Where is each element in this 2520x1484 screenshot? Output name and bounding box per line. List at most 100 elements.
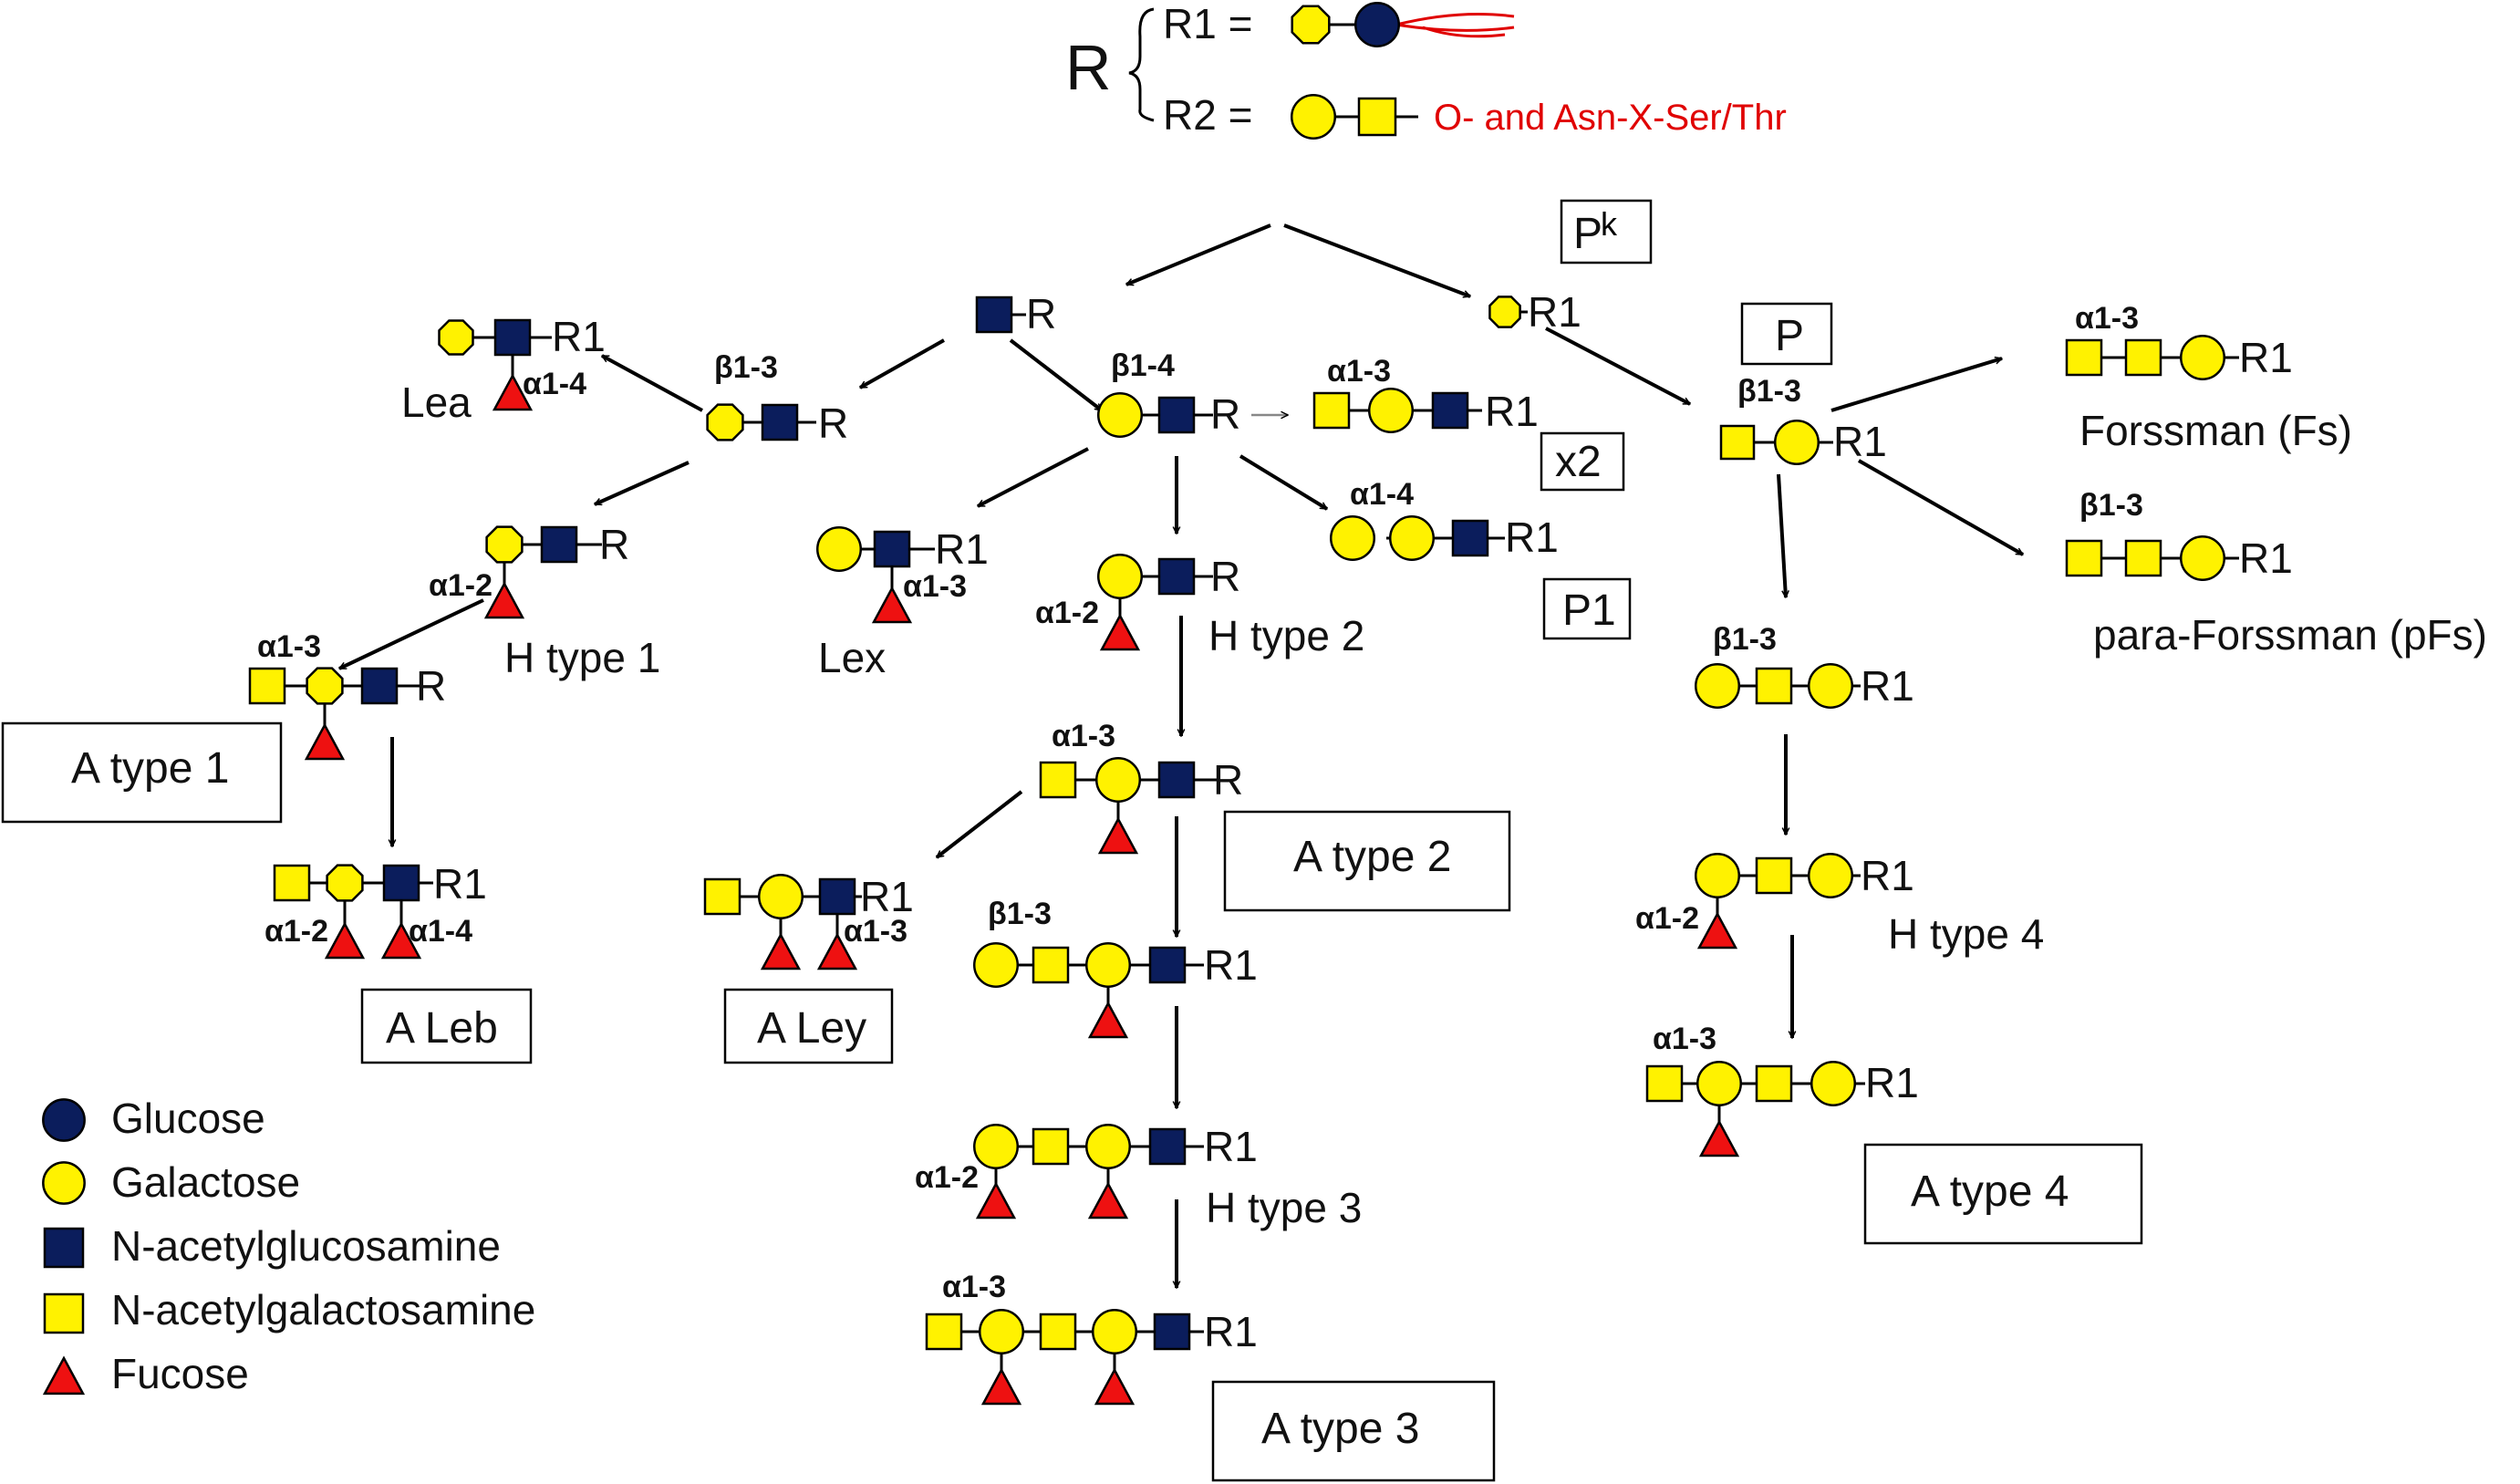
- linkage-label: β1-3: [2079, 488, 2143, 523]
- glcnac-icon: [493, 318, 532, 357]
- fucose-icon: [760, 932, 802, 970]
- galactose-icon: [1084, 941, 1132, 989]
- r-label: R: [1213, 756, 1243, 804]
- galactose-icon: [1807, 852, 1854, 899]
- fucose-icon: [1097, 816, 1139, 855]
- fucose-icon: [1087, 1181, 1129, 1219]
- galactose-icon: [1367, 387, 1415, 434]
- linkage-label: α1-4: [409, 914, 472, 949]
- legend: Glucose Galactose N-acetylglucosamine N-…: [42, 1095, 535, 1397]
- r1-label: R1: [1528, 288, 1581, 336]
- galactose-icon: [757, 873, 804, 920]
- r-label: R: [818, 400, 848, 447]
- glucose-icon: [1353, 1, 1401, 48]
- arrow: [1545, 327, 1690, 406]
- linkage-labels: α1-4 β1-3 α1-2 α1-3 α1-2 α1-4 β1-4 α1-3 …: [257, 301, 2143, 1304]
- r1-label: R1: [2239, 534, 2293, 582]
- box-a-type-2: A type 2: [1223, 810, 1511, 912]
- galnac-icon: [273, 864, 311, 902]
- box-a-ley-label: A Ley: [757, 1004, 866, 1053]
- glcnac-icon: [1148, 1127, 1187, 1166]
- reaction-arrows: [339, 223, 2023, 1288]
- glcnac-icon: [1157, 761, 1196, 799]
- galactose-icon: [1291, 5, 1331, 45]
- r1-structure: [1309, 12, 1515, 38]
- r1-label: R1: [1485, 388, 1539, 435]
- galactose-icon: [438, 319, 474, 356]
- fucose-icon: [1698, 1119, 1740, 1157]
- boxed-labels: P k P x2 P1 A type 1 A Leb A Ley: [1, 199, 2143, 1482]
- arrow: [595, 461, 690, 506]
- box-p-label: P: [1775, 312, 1804, 360]
- r-label: R: [1210, 390, 1240, 438]
- galnac-icon: [1357, 97, 1397, 137]
- r-label: R: [1210, 553, 1240, 600]
- box-a-ley: A Ley: [723, 988, 894, 1064]
- legend-label-glucose: Glucose: [111, 1095, 265, 1142]
- galactose-icon: [1091, 1308, 1138, 1355]
- linkage-label: α1-3: [844, 914, 907, 949]
- linkage-label: α1-3: [942, 1270, 1006, 1304]
- arrow: [860, 338, 945, 389]
- r1-label: R1: [1861, 852, 1914, 899]
- glcnac-icon: [761, 403, 799, 441]
- galnac-icon: [1032, 946, 1070, 984]
- fucose-icon: [1087, 1001, 1129, 1039]
- name-lea: Lea: [401, 379, 472, 426]
- r1-label: R1: [1865, 1059, 1919, 1106]
- name-lex: Lex: [818, 634, 886, 681]
- galactose-icon: [1810, 1060, 1857, 1107]
- box-a-type-4-label: A type 4: [1911, 1167, 2069, 1216]
- linkage-label: α1-2: [1035, 596, 1099, 630]
- galnac-icon: [1039, 761, 1077, 799]
- box-pk-superscript: k: [1601, 205, 1618, 243]
- r-label: R: [599, 521, 629, 568]
- galactose-icon: [326, 864, 364, 902]
- fucose-icon: [816, 932, 858, 970]
- box-a-leb-label: A Leb: [386, 1004, 498, 1053]
- header-brace: [1128, 7, 1155, 122]
- galactose-icon: [1329, 514, 1376, 562]
- linkage-label: α1-2: [264, 914, 328, 949]
- legend-label-galnac: N-acetylgalactosamine: [111, 1286, 535, 1334]
- galactose-icon: [1773, 419, 1820, 466]
- linkage-label: β1-3: [1713, 622, 1777, 657]
- fucose-icon: [1099, 613, 1141, 651]
- linkage-label: α1-2: [915, 1160, 979, 1195]
- r1-label: R1 =: [1163, 0, 1252, 47]
- name-h-type-2: H type 2: [1208, 612, 1364, 659]
- legend-label-galactose: Galactose: [111, 1158, 300, 1206]
- arrow: [1777, 473, 1786, 597]
- name-h-type-3: H type 3: [1206, 1184, 1362, 1231]
- glcnac-icon: [1431, 391, 1469, 430]
- box-p1-label: P1: [1562, 586, 1616, 635]
- r1-label: R1: [1861, 662, 1914, 710]
- r1-label: R1: [552, 313, 606, 360]
- legend-galnac-icon: [43, 1292, 85, 1334]
- linkage-label: α1-2: [1635, 901, 1699, 936]
- r2-label: R2 =: [1163, 91, 1252, 139]
- linkage-label: β1-3: [714, 350, 778, 385]
- galnac-icon: [2124, 539, 2162, 577]
- fucose-icon: [1094, 1367, 1136, 1406]
- linkage-label: α1-4: [1350, 477, 1414, 512]
- galnac-icon: [248, 667, 286, 705]
- box-pk-label: P: [1573, 210, 1602, 258]
- r1-label: R1: [2239, 334, 2293, 381]
- linkage-label: α1-3: [1653, 1022, 1716, 1056]
- name-h-type-4: H type 4: [1888, 910, 2044, 958]
- legend-glcnac-icon: [43, 1227, 85, 1269]
- fucose-icon: [380, 921, 422, 960]
- glcnac-icon: [1153, 1313, 1191, 1351]
- glcnac-icon: [975, 296, 1013, 334]
- header: R R1 = R2 = O- and Asn-X-Ser/Thr: [1065, 0, 1787, 139]
- box-pk: P k: [1560, 199, 1653, 265]
- galnac-icon: [1755, 667, 1793, 705]
- linkage-label: α1-3: [257, 629, 321, 664]
- box-a-type-1-label: A type 1: [71, 744, 229, 793]
- arrow: [1283, 223, 1470, 298]
- galactose-icon: [1694, 662, 1741, 710]
- arrow: [1126, 223, 1271, 286]
- box-a-type-1: A type 1: [1, 721, 283, 824]
- galactose-icon: [1696, 1060, 1743, 1107]
